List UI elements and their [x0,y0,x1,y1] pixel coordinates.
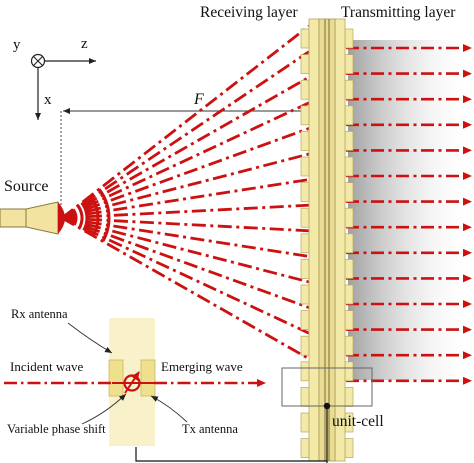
rx-patch [300,335,310,356]
rx-patch [300,156,310,177]
incident-ray [61,216,310,284]
wavefront-arc [80,201,89,232]
wavefront-arcs [71,188,111,243]
lens-unit-cells [300,28,354,458]
tx-patch [344,335,354,356]
rx-antenna-label: Rx antenna [11,307,68,321]
tx-patch [344,105,354,126]
incident-rays [61,24,310,361]
inset-connector [135,447,327,462]
emerging-wave-label: Emerging wave [161,359,243,374]
incident-ray [61,75,310,220]
incident-ray [61,101,310,220]
rx-patch [300,182,310,202]
rx-patch [300,207,310,228]
tx-patch [344,182,354,202]
tx-patch [344,54,354,74]
tx-patch [344,361,354,382]
tx-patch [344,259,354,279]
incident-ray [61,216,310,233]
rx-patch [300,387,310,407]
axis-x-label: x [44,92,52,108]
incident-ray [61,50,310,220]
rx-patch [300,131,310,151]
transmitting-layer-label: Transmitting layer [341,4,456,21]
lens-core [318,18,336,462]
unit-cell-label: unit-cell [332,413,384,430]
incident-ray [61,216,310,361]
rx-patch [300,438,310,458]
wavefront-arc [71,208,78,226]
coordinate-axes: y z x [13,36,96,120]
rx-patch [300,105,310,126]
source-label: Source [4,178,48,195]
tx-patch [344,310,354,330]
incident-ray [61,216,310,258]
focal-label: F [193,91,204,108]
transmitting-layer [334,18,346,462]
rx-patch [300,284,310,305]
receiving-layer [308,18,320,462]
incident-ray [61,216,310,335]
incident-ray [61,178,310,220]
transmitted-rays [346,44,472,385]
incident-ray [61,127,310,220]
receiving-layer-label: Receiving layer [200,4,299,21]
incident-ray [61,203,310,220]
rx-patch [300,54,310,74]
rx-patch [300,310,310,330]
lens-array [300,18,354,462]
rx-patch [300,259,310,279]
variable-phase-shift-label: Variable phase shift [7,422,106,436]
horn-antenna-icon [0,201,65,235]
tx-patch [344,438,354,458]
tx-antenna-pointer [150,395,188,423]
incident-ray [61,216,310,309]
rx-patch [300,79,310,100]
axis-z-label: z [81,36,88,52]
tx-patch [344,233,354,254]
tx-patch [344,207,354,228]
incident-ray [61,152,310,220]
incident-ray [61,24,310,220]
axis-y-label: y [13,37,21,53]
phase-shifter-icon [123,371,141,394]
tx-patch [344,131,354,151]
tx-patch [344,284,354,305]
tx-patch [344,156,354,177]
wavefront-arc [97,188,111,243]
transmitted-beam-shade [348,40,474,380]
rx-patch [300,28,310,49]
rx-patch [300,412,310,433]
inset-rx-patch [108,359,124,397]
tx-patch [344,28,354,49]
incident-wave-label: Incident wave [10,359,84,374]
phase-shift-pointer [81,393,127,425]
rx-patch [300,233,310,254]
tx-patch [344,387,354,407]
wavefront-arc [89,194,100,237]
inset-tx-patch [140,359,156,397]
rx-patch [300,361,310,382]
rx-antenna-pointer [67,322,113,354]
tx-patch [344,79,354,100]
tx-antenna-label: Tx antenna [182,422,238,436]
